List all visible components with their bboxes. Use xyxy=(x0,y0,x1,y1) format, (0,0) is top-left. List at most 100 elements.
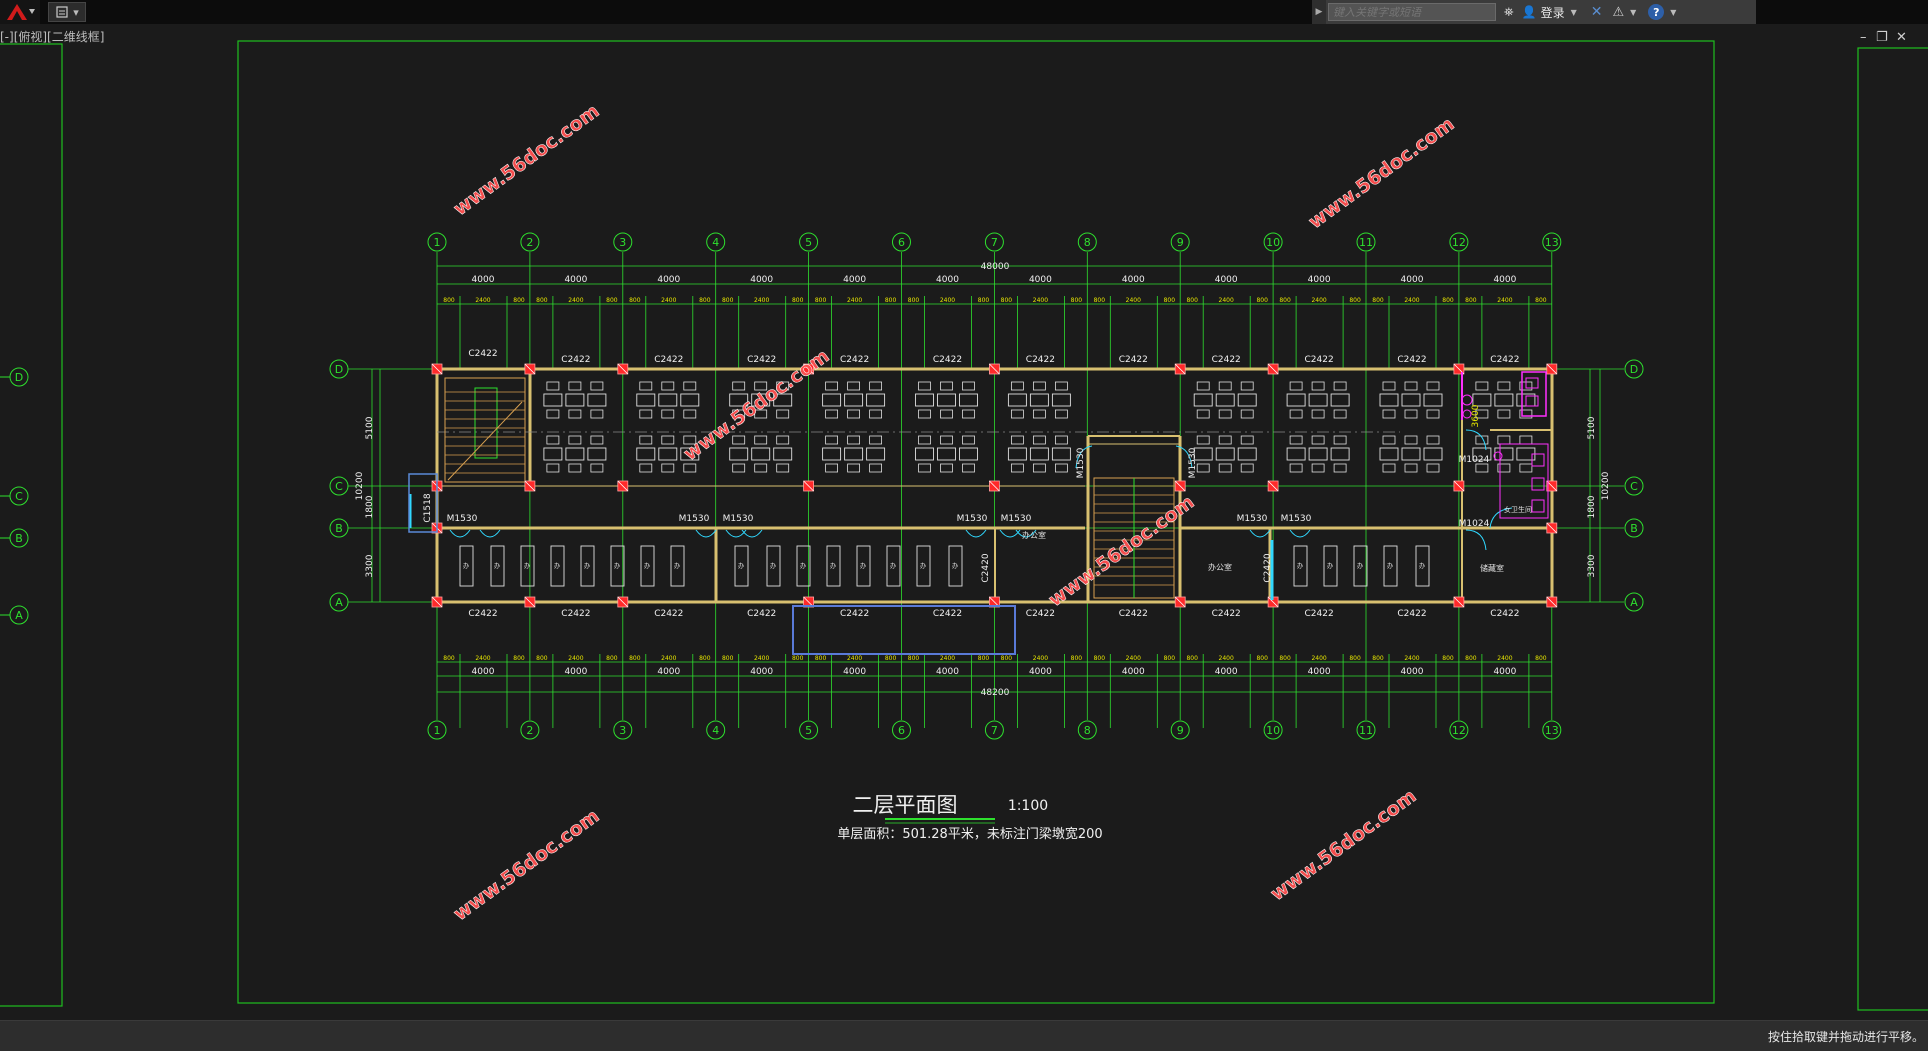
chair-block xyxy=(918,381,931,391)
chair-block xyxy=(1055,435,1068,445)
chair-block xyxy=(1218,381,1232,391)
expand-arrow-icon[interactable]: ▶ xyxy=(1312,0,1326,24)
chevron-down-icon[interactable]: ▼ xyxy=(1670,7,1677,17)
axis-number: 8 xyxy=(1084,724,1091,737)
window-tag: C2422 xyxy=(1304,609,1333,619)
dimension-text: 4000 xyxy=(1308,667,1331,677)
dimension-text: 10200 xyxy=(355,471,365,500)
dimension-text: 5100 xyxy=(1587,416,1597,439)
status-bar: 按住拾取键并拖动进行平移。 xyxy=(0,1020,1928,1051)
close-button[interactable]: ✕ xyxy=(1896,30,1907,45)
window-tag: C2420 xyxy=(981,553,991,582)
chair-block xyxy=(1426,381,1440,391)
chair-block xyxy=(1382,435,1396,445)
dimension-text: 4000 xyxy=(843,275,866,285)
help-icon[interactable]: ? xyxy=(1648,4,1665,20)
desk-block xyxy=(729,393,749,407)
desk-label: 办 xyxy=(1357,562,1363,570)
app-menu-button[interactable] xyxy=(0,0,40,24)
door-tag: M1024 xyxy=(1459,455,1490,465)
door-tag: M1530 xyxy=(1076,447,1086,478)
chair-block xyxy=(776,409,790,419)
dimension-text: 4000 xyxy=(1308,275,1331,285)
axis-bubble xyxy=(1449,720,1469,740)
a360-icon[interactable]: ⚠ xyxy=(1612,4,1625,20)
dimension-text: 4000 xyxy=(843,667,866,677)
chair-block xyxy=(732,409,746,419)
chair-block xyxy=(732,381,746,391)
chair-block xyxy=(825,435,838,445)
chevron-down-icon[interactable]: ▼ xyxy=(1570,7,1577,17)
axis-number: 11 xyxy=(1359,724,1373,737)
axis-letter: A xyxy=(335,596,343,609)
axis-bubble xyxy=(892,720,911,740)
chair-block xyxy=(754,463,768,473)
axis-bubble xyxy=(799,720,819,740)
chair-block xyxy=(546,435,560,445)
desk-block xyxy=(1308,393,1328,407)
chair-block xyxy=(732,435,746,445)
axis-letter: A xyxy=(1630,596,1638,609)
side-axis-label: B xyxy=(15,532,23,545)
desk-block xyxy=(856,545,871,587)
window-tag: C2422 xyxy=(1026,609,1055,619)
column-cross xyxy=(524,480,536,492)
sub-dimension-text: 800 xyxy=(1372,655,1384,662)
axis-number: 12 xyxy=(1452,236,1466,249)
axis-number: 3 xyxy=(619,724,626,737)
binoculars-icon[interactable]: ⛯ xyxy=(1504,4,1514,19)
axis-bubble xyxy=(1077,720,1097,740)
sub-dimension-text: 800 xyxy=(1465,297,1477,304)
desk-block xyxy=(886,545,901,587)
chair-block xyxy=(825,463,838,473)
axis-bubble xyxy=(520,232,540,252)
door-swing xyxy=(1289,529,1311,538)
drawing-title: 二层平面图 xyxy=(853,793,958,817)
dimension-text: 4000 xyxy=(1215,275,1238,285)
column-cross xyxy=(1453,480,1465,492)
desk-block xyxy=(822,447,842,461)
desk-block xyxy=(1215,447,1235,461)
sub-dimension-text: 2400 xyxy=(1219,655,1234,662)
desk-block xyxy=(1472,447,1492,461)
desk-block xyxy=(636,447,656,461)
window-tag: C2422 xyxy=(747,355,776,365)
desk-label: 办 xyxy=(738,562,744,570)
chair-block xyxy=(1519,463,1533,473)
chair-block xyxy=(1055,409,1068,419)
chair-block xyxy=(825,409,838,419)
chair-block xyxy=(1475,435,1489,445)
chair-block xyxy=(546,409,560,419)
column-cross xyxy=(989,363,1000,375)
window-tag: C2422 xyxy=(1490,609,1519,619)
axis-number: 4 xyxy=(712,236,719,249)
restore-button[interactable]: ❐ xyxy=(1876,30,1888,45)
desk-block xyxy=(1383,545,1398,587)
sub-dimension-text: 800 xyxy=(908,297,920,304)
axis-number: 3 xyxy=(619,236,626,249)
dimension-text: 4000 xyxy=(657,275,680,285)
login-button[interactable]: 登录 xyxy=(1540,5,1565,20)
chair-block xyxy=(1055,463,1068,473)
sub-dimension-text: 2400 xyxy=(661,655,676,662)
chevron-down-icon[interactable]: ▼ xyxy=(1630,7,1637,17)
window-tag: C1518 xyxy=(423,493,433,522)
quick-access-toolbar[interactable]: ▾ xyxy=(48,2,86,22)
window-tag: C2422 xyxy=(468,349,497,359)
sub-dimension-text: 800 xyxy=(1279,655,1291,662)
minimize-button[interactable]: – xyxy=(1860,30,1867,45)
desk-block xyxy=(751,447,771,461)
window-tag: C2422 xyxy=(933,609,962,619)
door-swing xyxy=(1249,529,1271,538)
side-axis-label: D xyxy=(15,371,23,384)
desk-block xyxy=(796,545,811,587)
chair-block xyxy=(568,409,582,419)
exchange-icon[interactable]: ✕ xyxy=(1590,4,1603,20)
search-input[interactable] xyxy=(1328,3,1496,21)
chair-block xyxy=(1404,409,1418,419)
sub-dimension-text: 2400 xyxy=(1497,297,1512,304)
viewport-label[interactable]: [-][俯视][二维线框] xyxy=(0,30,105,44)
door-tag: M1530 xyxy=(1281,514,1312,524)
